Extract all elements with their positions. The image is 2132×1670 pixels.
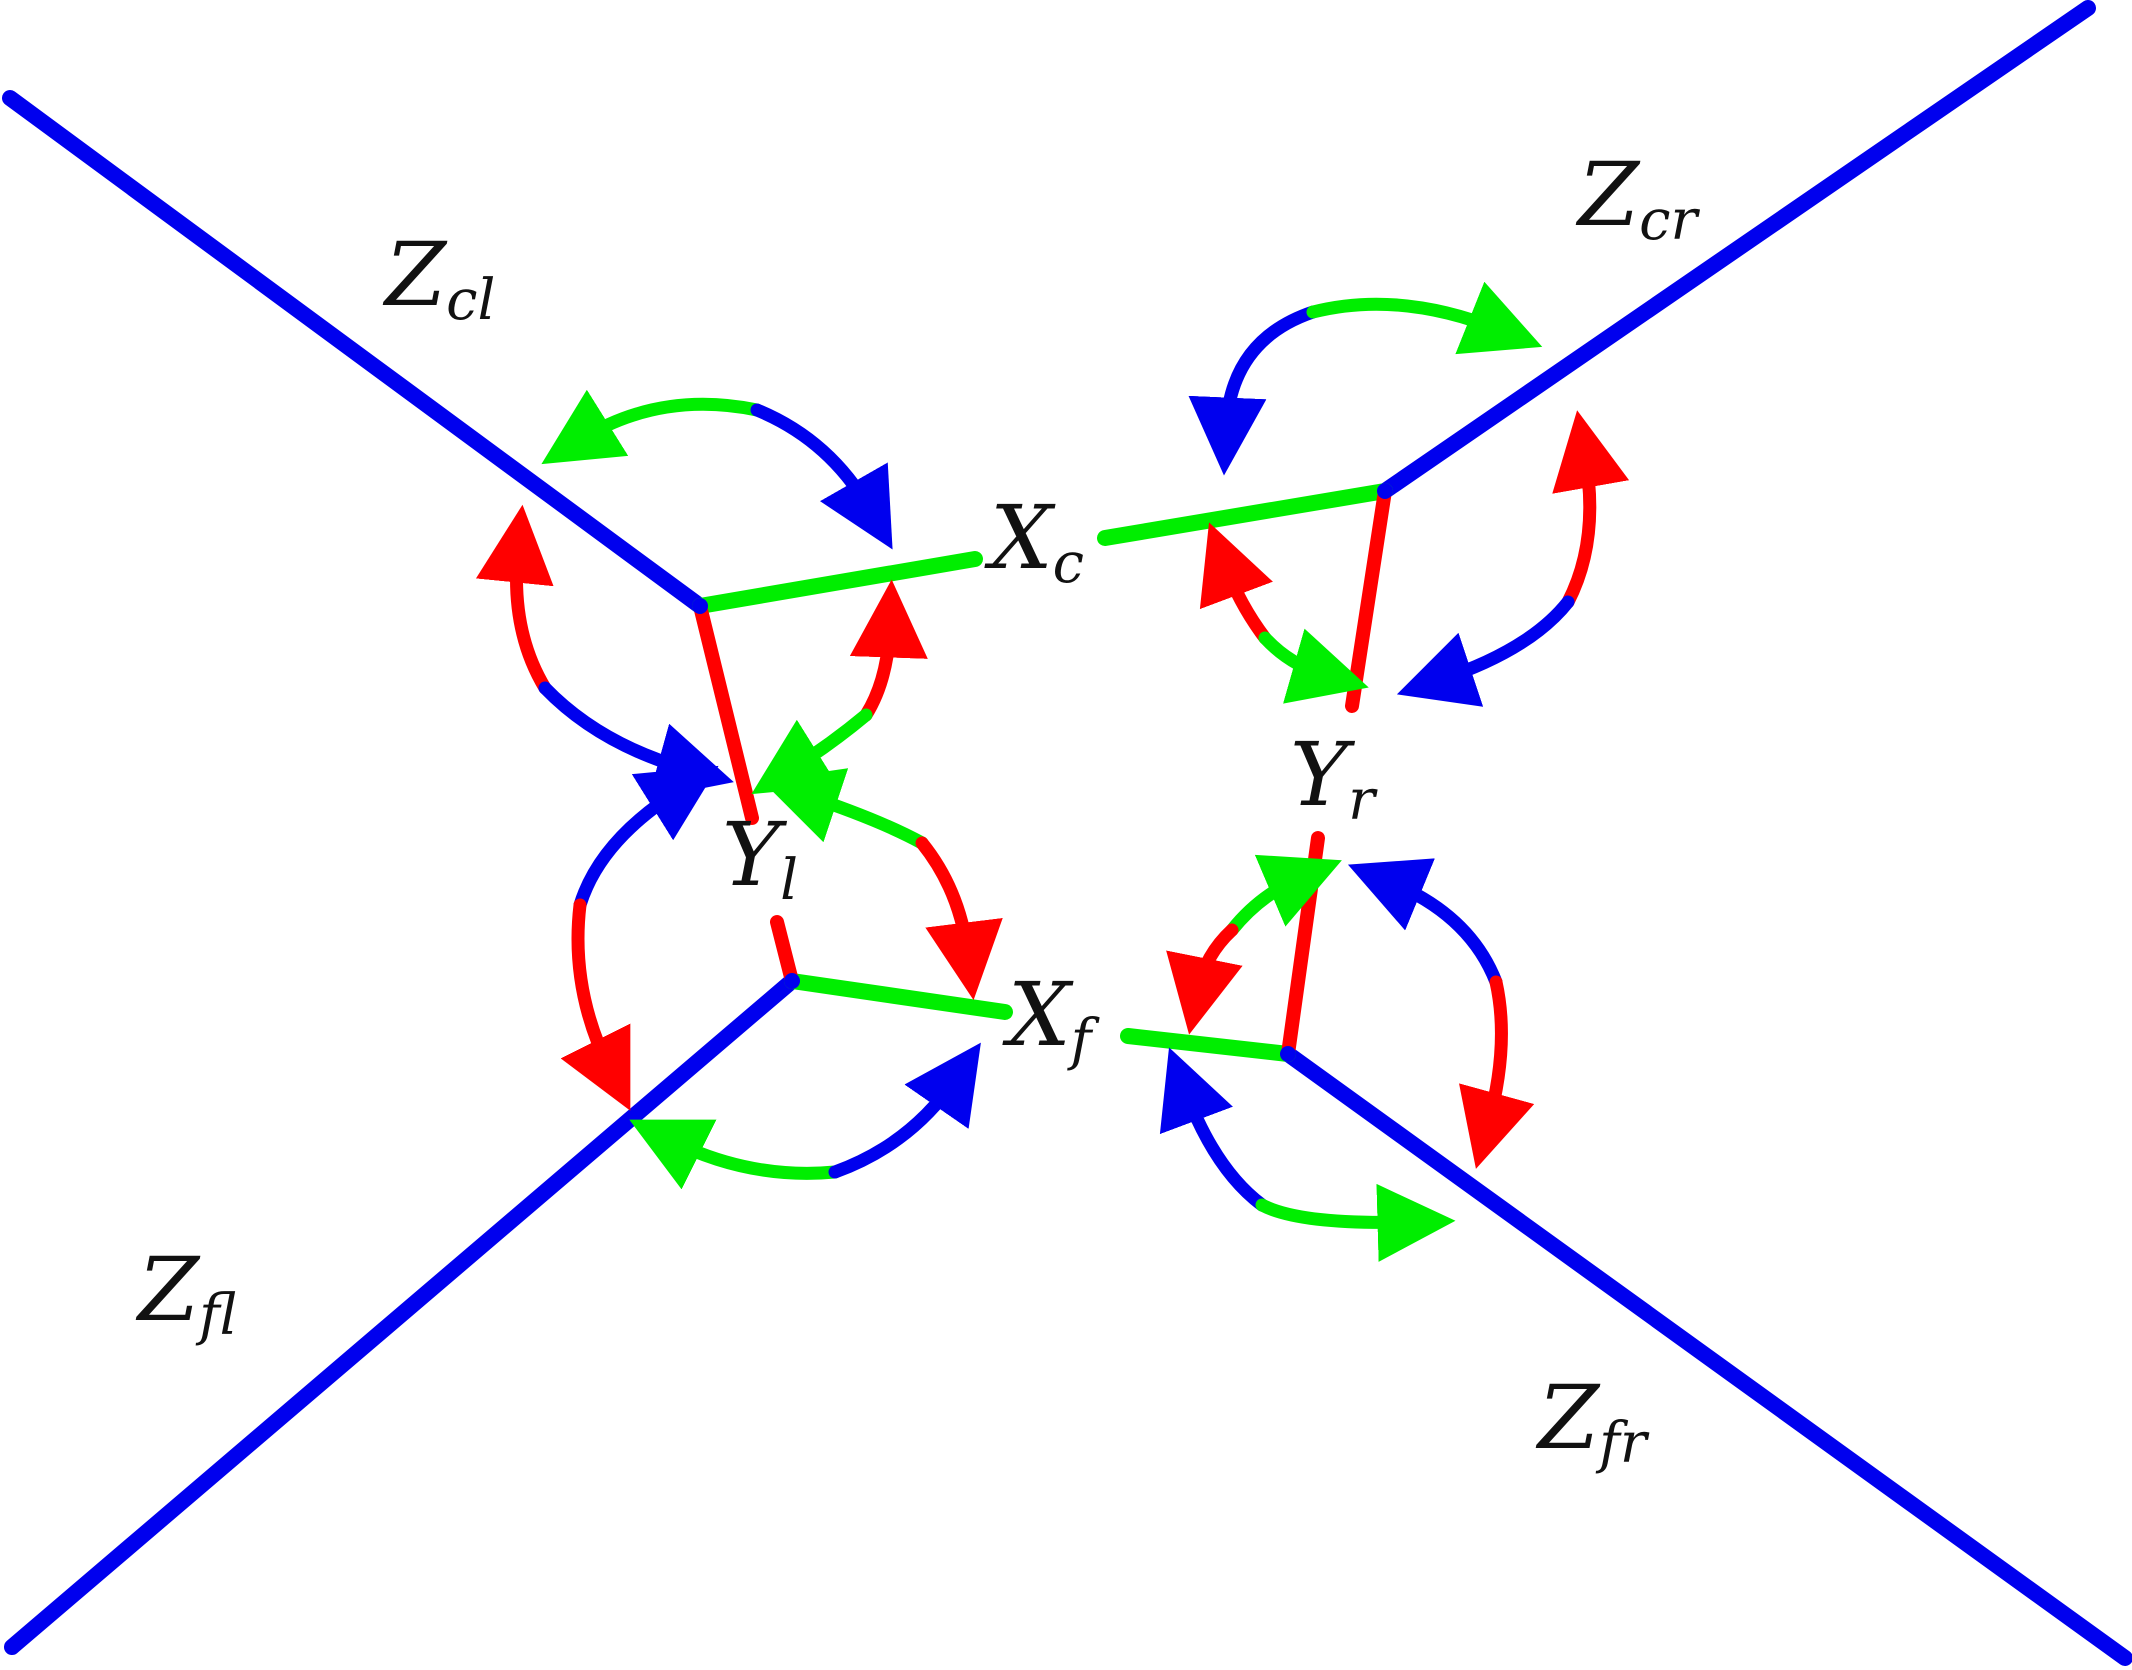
- arrow-blue-to-xc: [750, 403, 893, 550]
- edge-zcr: [1377, 0, 2096, 499]
- arrow-red-to-zcl: [475, 504, 554, 695]
- label-xc: Xc: [984, 486, 1084, 596]
- arrow-pair-bottom-left: [629, 1042, 981, 1190]
- arrow-blue-to-xf: [828, 1042, 981, 1179]
- arrow-blue-to-yr-lower: [1347, 858, 1503, 989]
- edge-xf-right: [1120, 1028, 1296, 1062]
- edge-yr-top: [1345, 484, 1392, 713]
- arrow-red-to-xf-right: [1166, 923, 1243, 1035]
- edge-zfr: [1280, 1046, 2132, 1666]
- label-yl: Yl: [722, 803, 798, 913]
- arrow-green-to-zcr: [1306, 281, 1543, 355]
- label-xf: Xf: [1002, 963, 1101, 1073]
- arrow-green-to-zfr: [1255, 1183, 1456, 1262]
- arrow-green-to-zfl: [629, 1119, 842, 1190]
- edge-yr-bottom: [1281, 831, 1325, 1061]
- label-zfl: Zfl: [135, 1238, 237, 1348]
- edge-xc-right: [1097, 483, 1393, 546]
- edge-xf-left: [784, 973, 1013, 1020]
- arrow-green-to-yr: [1258, 628, 1369, 704]
- arrow-pair-inner-left-lower: [761, 768, 1003, 1001]
- arrow-pair-right-lower: [1347, 858, 1535, 1169]
- arrow-green-to-yl: [751, 708, 873, 795]
- arrow-pair-inner-left-upper: [751, 579, 928, 795]
- arrow-red-to-xc: [849, 579, 928, 722]
- arrow-blue-to-yl: [538, 681, 734, 799]
- arrow-pair-right-upper: [1396, 410, 1630, 707]
- arrow-pair-left-lower: [560, 765, 719, 1111]
- arrow-pair-inner-right-lower: [1166, 854, 1342, 1035]
- label-zfr: Zfr: [1535, 1366, 1650, 1476]
- arrow-green-to-yl-lower: [761, 768, 929, 850]
- arrow-red-to-zfr: [1459, 975, 1535, 1169]
- label-yr: Yr: [1290, 723, 1378, 833]
- arrow-red-to-zcr: [1552, 410, 1630, 609]
- arrow-pair-bottom-right: [1159, 1047, 1456, 1262]
- edge-yl-bottom: [770, 915, 799, 988]
- arrow-blue-to-yr: [1396, 595, 1575, 707]
- node-bottom-left: [784, 973, 800, 989]
- node-bottom-right: [1280, 1046, 1296, 1062]
- edge-xc-left: [692, 551, 983, 614]
- label-zcr: Zcr: [1575, 143, 1701, 253]
- edge-yl-top: [693, 599, 759, 825]
- label-zcl: Zcl: [382, 223, 495, 333]
- arrow-blue-to-xf-right: [1159, 1047, 1269, 1212]
- arrow-blue-to-xc-right: [1188, 305, 1320, 476]
- node-top-right: [1377, 483, 1393, 499]
- edge-zcl: [2, 90, 708, 614]
- arrow-pair-inner-right-upper: [1199, 522, 1369, 704]
- arrow-pair-left-upper: [475, 504, 734, 799]
- edge-zfl: [4, 973, 800, 1655]
- node-top-left: [692, 598, 708, 614]
- arrow-pair-top-right: [1188, 281, 1543, 476]
- arrow-red-to-xc-right: [1199, 522, 1273, 645]
- arrow-red-to-zfl: [560, 898, 631, 1111]
- arrow-pair-top-left: [541, 389, 893, 550]
- arrow-blue-to-yl-lower: [573, 765, 719, 912]
- arrow-green-to-yr-lower: [1225, 854, 1342, 937]
- arrow-red-to-xf: [915, 836, 1003, 1001]
- arrow-green-to-zcl: [541, 389, 764, 465]
